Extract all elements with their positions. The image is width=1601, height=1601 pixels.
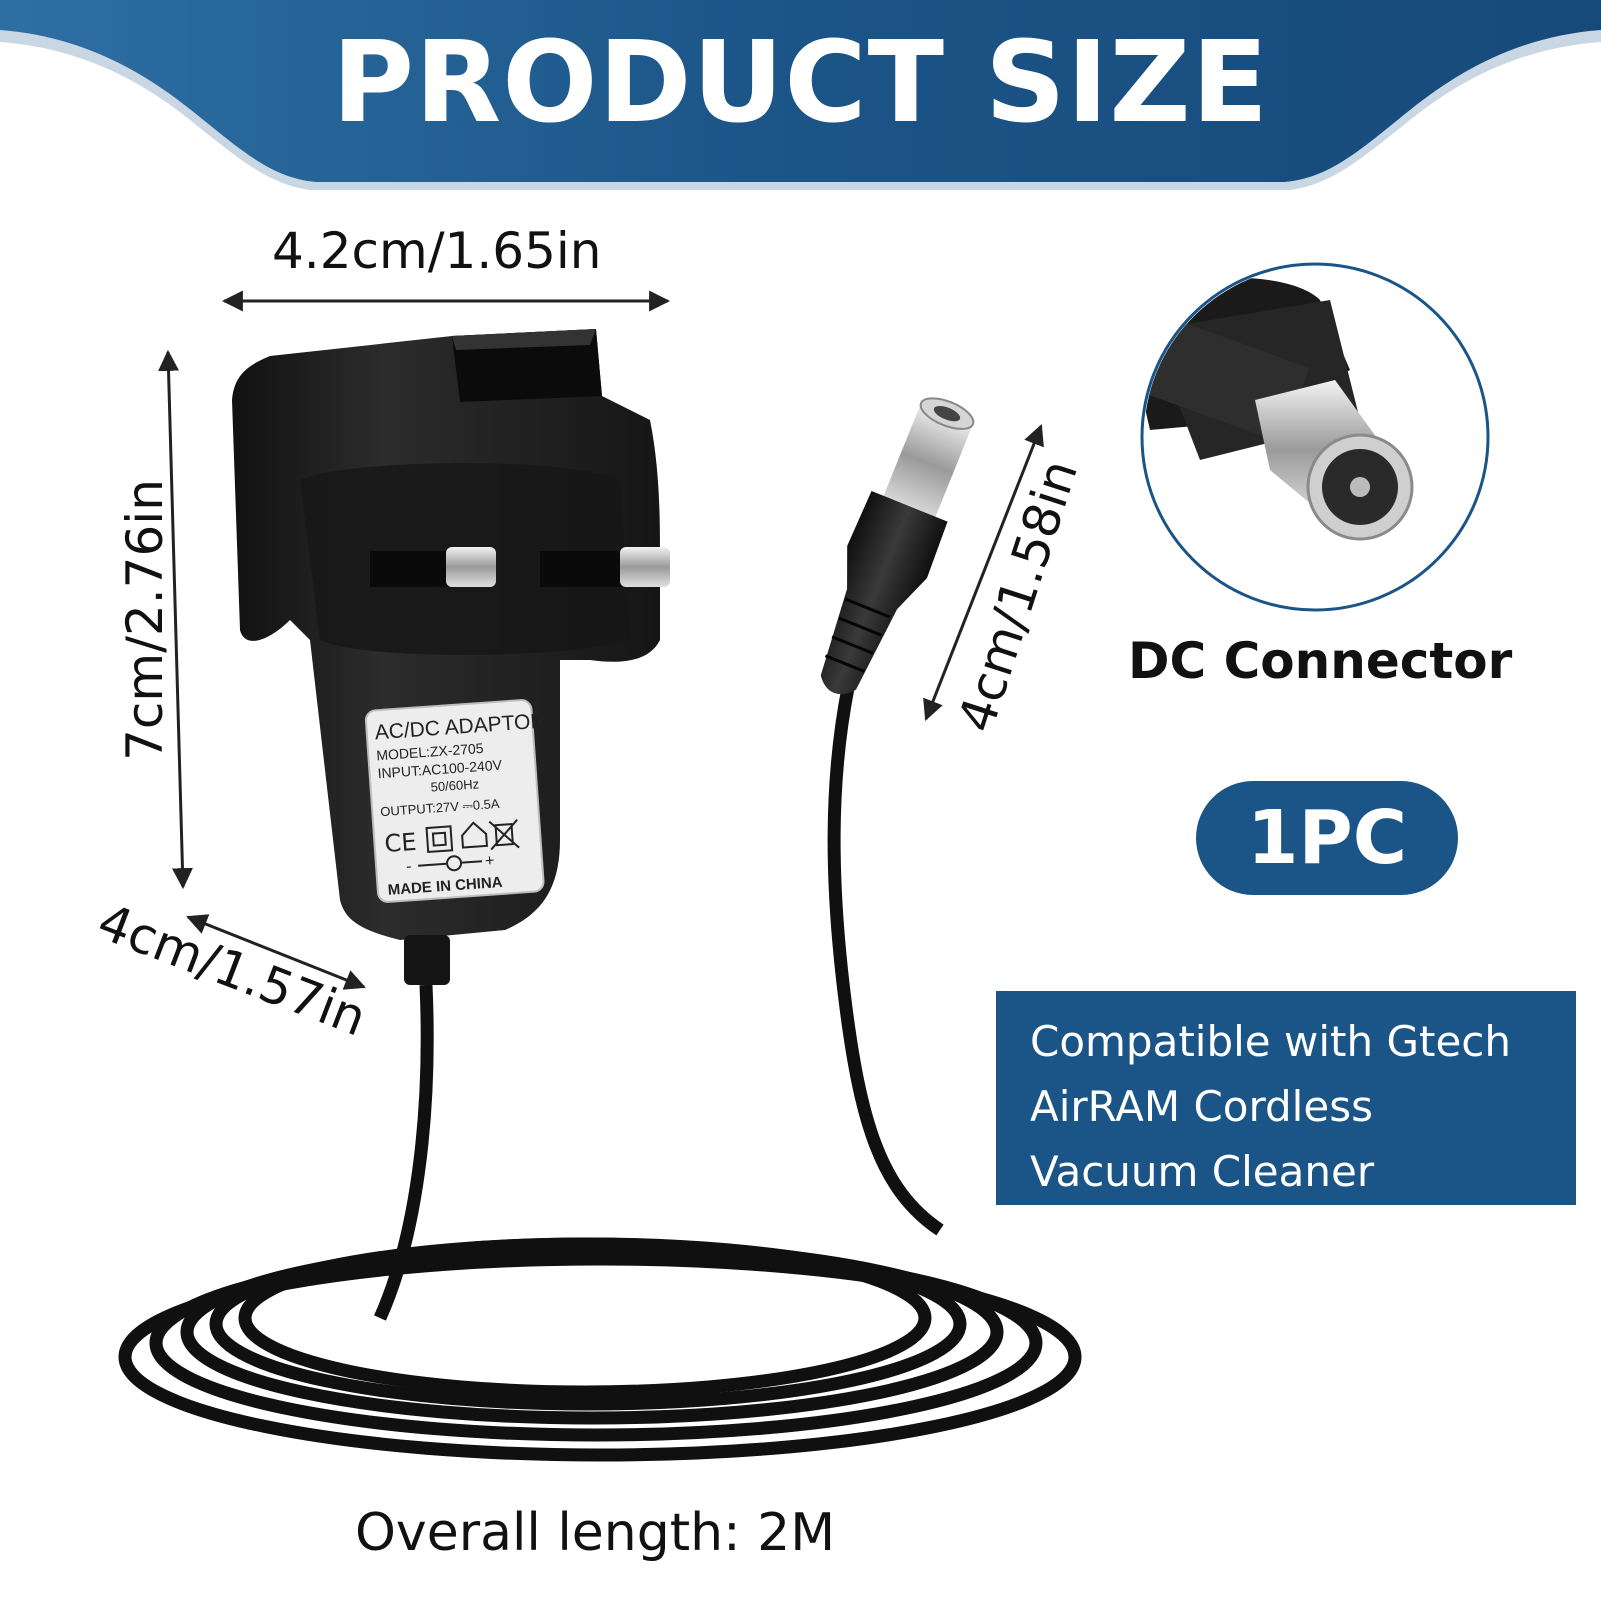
adapter-label-plate: AC/DC ADAPTOR MODEL:ZX-2705 INPUT:AC100-… bbox=[364, 699, 546, 903]
dc-plug bbox=[820, 397, 975, 694]
overall-length-label: Overall length: 2M bbox=[355, 1503, 836, 1563]
dc-connector-closeup bbox=[1140, 262, 1490, 612]
depth-arrow bbox=[186, 914, 366, 990]
adapter-cable bbox=[374, 984, 434, 1321]
dc-connector-label: DC Connector bbox=[1128, 632, 1513, 690]
polarity-plus: + bbox=[484, 852, 495, 870]
ce-mark-icon: CE bbox=[384, 828, 418, 858]
label-frequency: 50/60Hz bbox=[430, 776, 479, 794]
compatibility-note: Compatible with Gtech AirRAM Cordless Va… bbox=[996, 991, 1576, 1205]
polarity-icon bbox=[418, 855, 483, 872]
weee-bin-icon bbox=[488, 819, 520, 851]
indoor-use-icon bbox=[461, 821, 488, 849]
height-arrow bbox=[158, 349, 193, 890]
adapter-body bbox=[232, 329, 670, 985]
label-model: MODEL:ZX-2705 bbox=[376, 740, 484, 763]
double-insulation-icon bbox=[425, 825, 454, 854]
page-title: PRODUCT SIZE bbox=[331, 18, 1270, 148]
quantity-badge: 1PC bbox=[1196, 781, 1458, 895]
width-dimension-label: 4.2cm/1.65in bbox=[272, 222, 602, 280]
polarity-minus: - bbox=[406, 858, 413, 875]
connector-cable bbox=[827, 686, 944, 1236]
header-banner bbox=[0, 0, 1601, 190]
connector-arrow bbox=[923, 424, 1044, 721]
coiled-cable bbox=[118, 1237, 1082, 1462]
